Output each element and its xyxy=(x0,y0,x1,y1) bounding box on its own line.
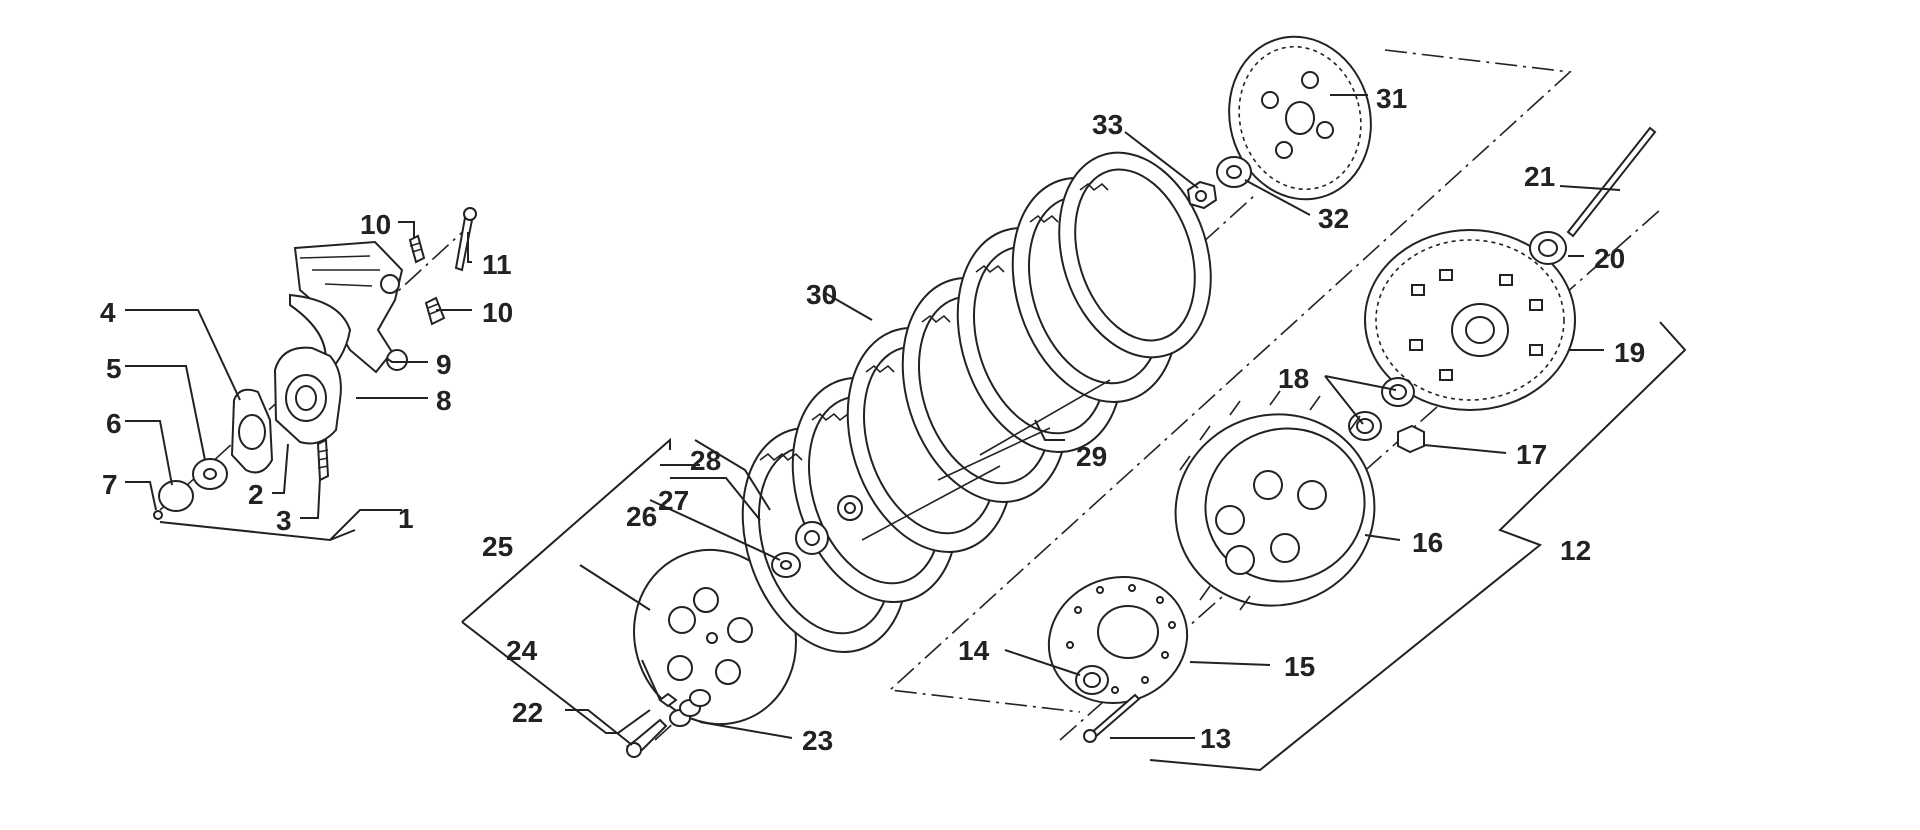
callout-25: 25 xyxy=(482,531,513,562)
callout-16: 16 xyxy=(1412,527,1443,558)
callout-15: 15 xyxy=(1284,651,1315,682)
callout-13: 13 xyxy=(1200,723,1231,754)
callout-32: 32 xyxy=(1318,203,1349,234)
callout-labels: 1 2 3 4 5 6 7 8 9 10 10 11 12 13 14 15 1… xyxy=(100,83,1645,756)
callout-9: 9 xyxy=(436,349,452,380)
callout-5: 5 xyxy=(106,353,122,384)
callout-7: 7 xyxy=(102,469,118,500)
callout-8: 8 xyxy=(436,385,452,416)
callout-12: 12 xyxy=(1560,535,1591,566)
callout-21: 21 xyxy=(1524,161,1555,192)
callout-6: 6 xyxy=(106,408,122,439)
callout-10b: 10 xyxy=(482,297,513,328)
clutch-plates-stack xyxy=(741,151,1212,653)
left-assembly xyxy=(125,207,477,542)
callout-4: 4 xyxy=(100,297,116,328)
callout-2: 2 xyxy=(248,479,264,510)
part-19-gear xyxy=(1364,229,1576,411)
clutch-assembly xyxy=(461,35,1372,758)
callout-31: 31 xyxy=(1376,83,1407,114)
callout-14: 14 xyxy=(958,635,990,666)
callout-28: 28 xyxy=(690,445,721,476)
callout-17: 17 xyxy=(1516,439,1547,470)
callout-24: 24 xyxy=(506,635,538,666)
part-16-basket xyxy=(1174,390,1376,611)
part-25-pressure-plate xyxy=(633,548,797,726)
callout-20: 20 xyxy=(1594,243,1625,274)
callout-27: 27 xyxy=(658,485,689,516)
callout-3: 3 xyxy=(276,505,292,536)
callout-23: 23 xyxy=(802,725,833,756)
callout-19: 19 xyxy=(1614,337,1645,368)
callout-33: 33 xyxy=(1092,109,1123,140)
callout-10a: 10 xyxy=(360,209,391,240)
callout-11: 11 xyxy=(482,249,512,280)
callout-18: 18 xyxy=(1278,363,1309,394)
right-assembly xyxy=(888,49,1687,772)
callout-26: 26 xyxy=(626,501,657,532)
callout-22: 22 xyxy=(512,697,543,728)
part-31-gear xyxy=(1228,35,1372,201)
callout-30: 30 xyxy=(806,279,837,310)
callout-1: 1 xyxy=(398,503,414,534)
part-15-plate xyxy=(1047,576,1189,704)
callout-29: 29 xyxy=(1076,441,1107,472)
